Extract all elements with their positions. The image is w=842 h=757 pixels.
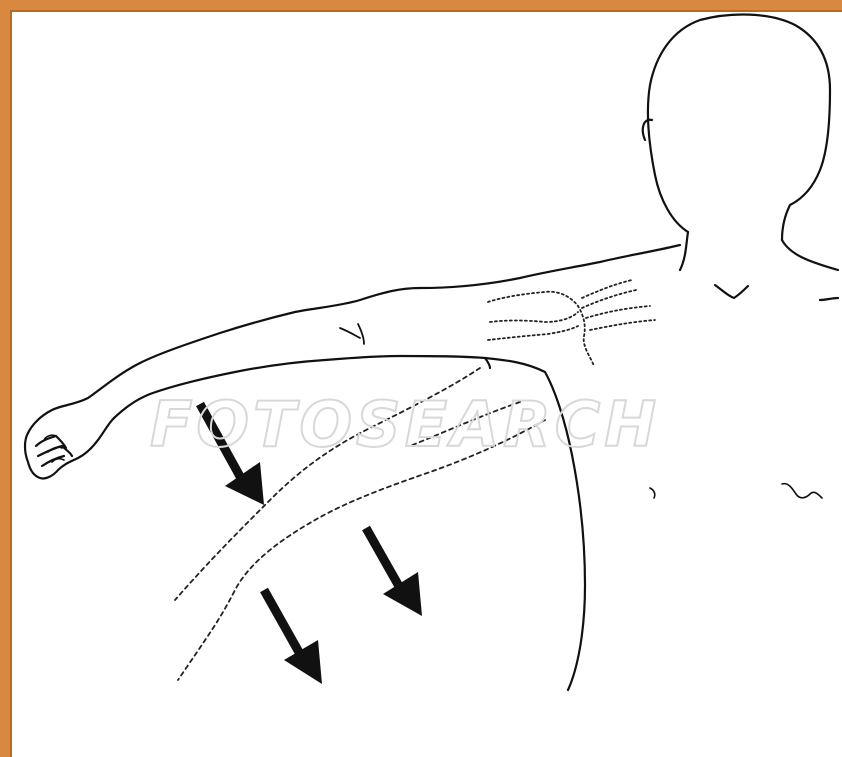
- hand-outline: [25, 418, 114, 478]
- watermark-text: FOTOSEARCH: [150, 388, 660, 461]
- illustration-canvas: FOTOSEARCH: [12, 12, 842, 757]
- arrow-down-2-icon: [366, 528, 422, 616]
- collarbone-right: [820, 298, 838, 300]
- elbow-crease: [340, 324, 364, 344]
- nipple-right: [782, 484, 822, 498]
- finger-lines: [36, 436, 72, 466]
- collarbone-left: [715, 285, 748, 298]
- deltoid-dotted-outline: [488, 292, 594, 366]
- deltoid-dotted-inner: [490, 312, 578, 322]
- neck-left: [680, 232, 688, 270]
- muscle-fibers-dotted: [582, 280, 655, 330]
- anatomy-illustration: FOTOSEARCH: [12, 12, 842, 757]
- arrow-down-3-icon: [264, 590, 322, 684]
- frame-left-border: [0, 0, 10, 757]
- deltoid-dotted-lower: [488, 326, 578, 340]
- neck-right: [782, 240, 838, 270]
- head-outline: [648, 15, 830, 240]
- frame-top-border: [0, 0, 842, 10]
- nipple-left: [650, 488, 655, 498]
